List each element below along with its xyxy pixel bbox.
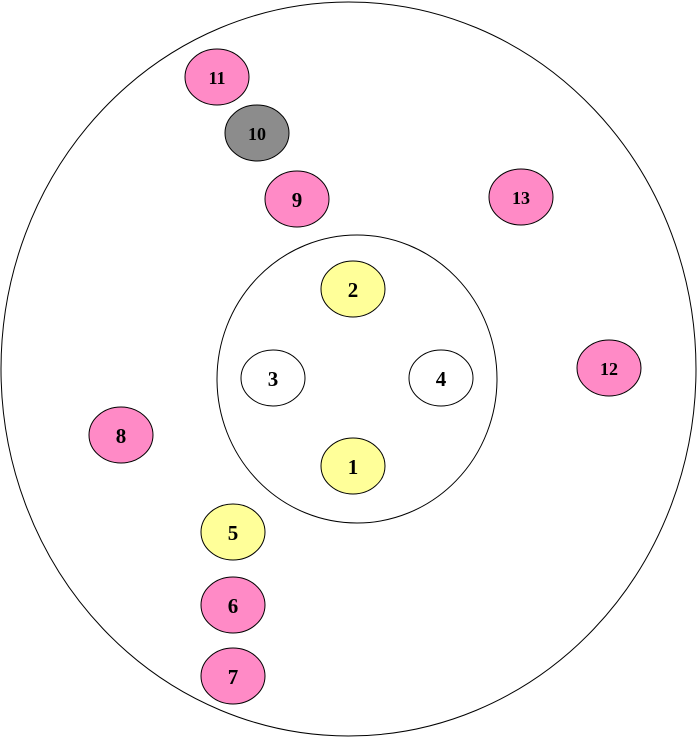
node-9-ellipse: [264, 170, 330, 228]
node-13-ellipse: [488, 168, 554, 226]
node-2: 2: [320, 260, 386, 318]
node-10-label: 10: [248, 124, 266, 144]
node-8-label: 8: [116, 424, 127, 448]
node-2-label: 2: [348, 278, 359, 302]
node-4-ellipse: [408, 349, 474, 407]
node-4-label: 4: [436, 367, 447, 391]
node-7-label: 7: [228, 665, 239, 689]
node-6-label: 6: [228, 594, 239, 618]
node-7: 7: [200, 647, 266, 705]
inner-circle: [216, 234, 498, 524]
node-12: 12: [576, 339, 642, 397]
node-12-ellipse: [576, 339, 642, 397]
node-6: 6: [200, 576, 266, 634]
node-11: 11: [184, 48, 250, 106]
node-3: 3: [240, 349, 306, 407]
node-1-label: 1: [348, 455, 359, 479]
node-5: 5: [200, 503, 266, 561]
node-1-ellipse: [320, 437, 386, 495]
node-12-label: 12: [600, 359, 618, 379]
node-9-label: 9: [292, 188, 303, 212]
node-8-ellipse: [88, 406, 154, 464]
node-1: 1: [320, 437, 386, 495]
node-13: 13: [488, 168, 554, 226]
node-10-ellipse: [224, 104, 290, 162]
node-4: 4: [408, 349, 474, 407]
node-3-ellipse: [240, 349, 306, 407]
node-10: 10: [224, 104, 290, 162]
node-5-ellipse: [200, 503, 266, 561]
node-7-ellipse: [200, 647, 266, 705]
node-6-ellipse: [200, 576, 266, 634]
node-2-ellipse: [320, 260, 386, 318]
node-5-label: 5: [228, 521, 239, 545]
node-8: 8: [88, 406, 154, 464]
node-11-label: 11: [208, 68, 225, 88]
node-9: 9: [264, 170, 330, 228]
node-11-ellipse: [184, 48, 250, 106]
node-13-label: 13: [512, 188, 530, 208]
node-3-label: 3: [268, 367, 279, 391]
